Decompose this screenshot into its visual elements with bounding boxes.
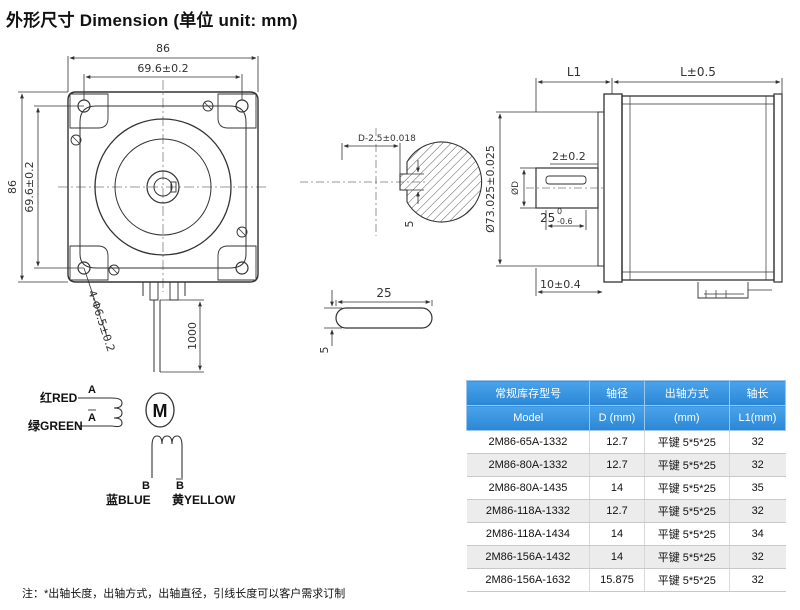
- lead-length: 1000: [186, 322, 199, 350]
- header-output-cn: 出轴方式: [643, 380, 730, 406]
- cell-shaft: 12.7: [589, 499, 645, 523]
- table-row: 2M86-118A-1434 14 平键 5*5*25 34: [466, 522, 786, 546]
- table-row: 2M86-156A-1432 14 平键 5*5*25 32: [466, 545, 786, 569]
- cell-model: 2M86-80A-1435: [466, 476, 590, 500]
- wire-yellow: 黄YELLOW: [172, 492, 236, 507]
- cell-length: 32: [728, 545, 786, 569]
- motor-symbol: M: [153, 401, 168, 421]
- dim-25-tol-lower: -0.6: [557, 217, 573, 226]
- page-title: 外形尺寸 Dimension (单位 unit: mm): [6, 11, 298, 30]
- dim-l: L±0.5: [680, 65, 716, 79]
- coil-b-bar: B: [176, 480, 184, 492]
- side-view: [496, 78, 783, 299]
- dim-2: 2±0.2: [552, 150, 586, 163]
- front-view: [18, 56, 268, 373]
- table-row: 2M86-156A-1632 15.875 平键 5*5*25 32: [466, 568, 786, 592]
- shaft-key-dim: 5: [403, 221, 416, 228]
- cell-shaft: 15.875: [589, 568, 645, 592]
- coil-a: A: [88, 384, 96, 396]
- cell-length: 35: [728, 476, 786, 500]
- table-header-en: Model D (mm) (mm) L1(mm): [465, 405, 787, 431]
- cell-shaft: 12.7: [589, 453, 645, 477]
- cell-output: 平键 5*5*25: [643, 499, 730, 523]
- cell-length: 32: [728, 568, 786, 592]
- cell-model: 2M86-156A-1632: [466, 568, 590, 592]
- cell-model: 2M86-65A-1332: [466, 430, 590, 454]
- cell-output: 平键 5*5*25: [643, 545, 730, 569]
- hole-dim: 4-Φ6.5±0.2: [85, 289, 117, 354]
- key-drawing: [324, 290, 433, 346]
- key-length: 25: [376, 286, 391, 300]
- wire-blue: 蓝BLUE: [106, 492, 151, 507]
- cell-model: 2M86-80A-1332: [466, 453, 590, 477]
- coil-a-bar: A: [88, 412, 96, 424]
- header-output-en: (mm): [643, 405, 730, 431]
- cell-length: 32: [728, 453, 786, 477]
- cell-length: 32: [728, 499, 786, 523]
- cell-output: 平键 5*5*25: [643, 568, 730, 592]
- cell-length: 32: [728, 430, 786, 454]
- dim-69-6-left: 69.6±0.2: [23, 161, 36, 212]
- cell-shaft: 12.7: [589, 430, 645, 454]
- cell-output: 平键 5*5*25: [643, 522, 730, 546]
- table-header-cn: 常规库存型号 轴径 出轴方式 轴长: [465, 380, 787, 406]
- dim-25-tol-upper: 0: [557, 207, 562, 216]
- dim-l1: L1: [567, 65, 581, 79]
- cell-model: 2M86-156A-1432: [466, 545, 590, 569]
- cell-output: 平键 5*5*25: [643, 430, 730, 454]
- table-row: 2M86-80A-1435 14 平键 5*5*25 35: [466, 476, 786, 500]
- table-row: 2M86-80A-1332 12.7 平键 5*5*25 32: [466, 453, 786, 477]
- dim-86-top: 86: [156, 42, 170, 55]
- dim-shaft-d: ØD: [510, 181, 521, 195]
- header-shaft-en: D (mm): [589, 405, 645, 431]
- table-row: 2M86-65A-1332 12.7 平键 5*5*25 32: [466, 430, 786, 454]
- dim-69-6-top: 69.6±0.2: [137, 62, 188, 75]
- wire-green: 绿GREEN: [28, 418, 83, 433]
- dim-10: 10±0.4: [540, 278, 581, 291]
- footnote: 注：*出轴长度，出轴方式，出轴直径，引线长度可以客户需求订制: [22, 588, 346, 600]
- header-model-cn: 常规库存型号: [465, 380, 591, 406]
- wiring-diagram: [78, 392, 183, 480]
- cell-output: 平键 5*5*25: [643, 476, 730, 500]
- coil-b: B: [142, 480, 150, 492]
- header-model-en: Model: [465, 405, 591, 431]
- cell-shaft: 14: [589, 545, 645, 569]
- shaft-d-dim: D-2.5±0.018: [358, 134, 416, 144]
- cell-model: 2M86-118A-1332: [466, 499, 590, 523]
- header-length-cn: 轴长: [728, 380, 787, 406]
- header-shaft-cn: 轴径: [589, 380, 645, 406]
- key-width: 5: [318, 347, 331, 354]
- shaft-section: [300, 128, 483, 236]
- wire-red: 红RED: [40, 390, 78, 405]
- model-table: 常规库存型号 轴径 出轴方式 轴长 Model D (mm) (mm) L1(m…: [465, 380, 787, 592]
- cell-length: 34: [728, 522, 786, 546]
- cell-model: 2M86-118A-1434: [466, 522, 590, 546]
- dim-25: 25: [540, 211, 555, 225]
- cell-output: 平键 5*5*25: [643, 453, 730, 477]
- dim-pilot-dia: Ø73.025±0.025: [484, 145, 497, 233]
- dim-86-left: 86: [6, 180, 19, 194]
- header-length-en: L1(mm): [728, 405, 787, 431]
- cell-shaft: 14: [589, 522, 645, 546]
- table-row: 2M86-118A-1332 12.7 平键 5*5*25 32: [466, 499, 786, 523]
- cell-shaft: 14: [589, 476, 645, 500]
